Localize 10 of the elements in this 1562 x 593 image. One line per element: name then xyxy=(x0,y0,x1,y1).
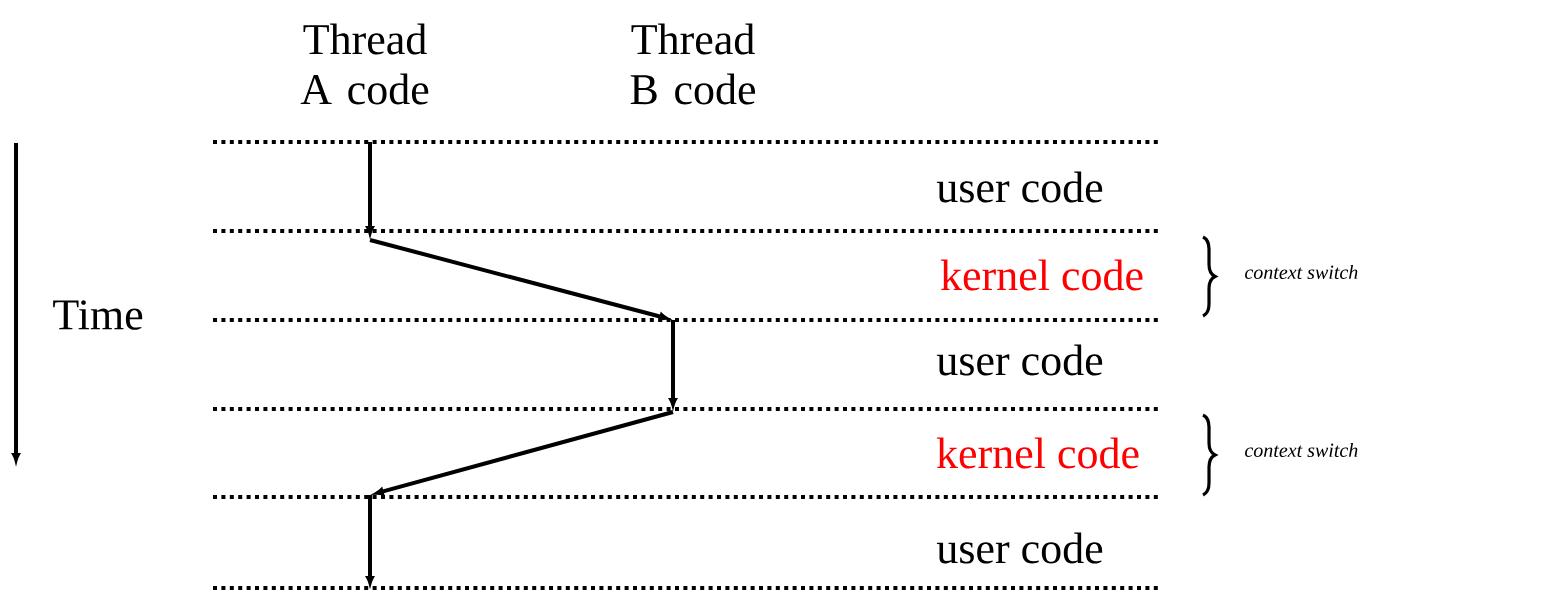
axis-label: Time xyxy=(53,300,143,330)
annotation: context switch xyxy=(1245,264,1358,279)
annotation: context switch xyxy=(1245,442,1358,457)
row-label: user code xyxy=(936,532,1103,564)
row-label: kernel code xyxy=(940,259,1143,291)
row-label: user code xyxy=(936,344,1103,376)
thread-heading: Thread B code xyxy=(630,23,755,105)
row-label: user code xyxy=(936,171,1103,203)
row-label: kernel code xyxy=(936,437,1139,469)
thread-heading: Thread A code xyxy=(300,23,429,105)
